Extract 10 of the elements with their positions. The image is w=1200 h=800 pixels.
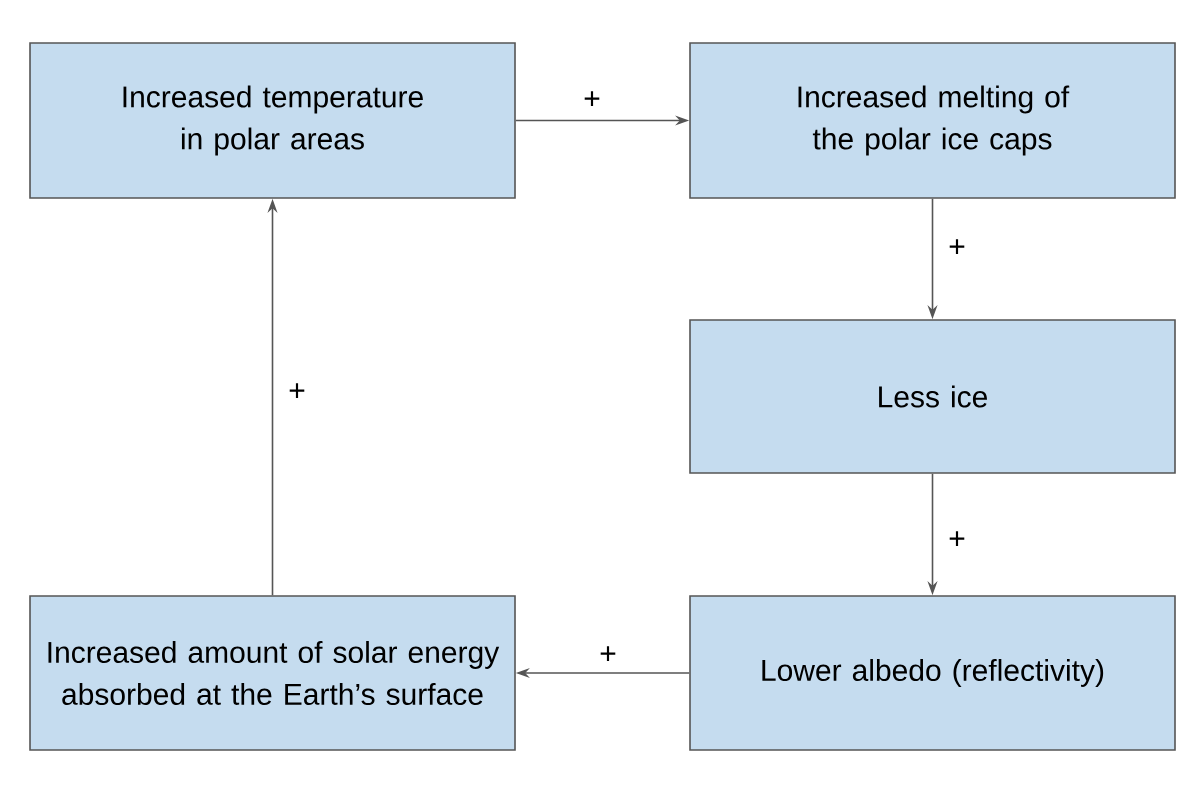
process-box: Increased amount of solar energy absorbed at the Earth’s surface <box>29 595 516 751</box>
edge-label: + <box>287 382 307 402</box>
process-box: Increased temperature in polar areas <box>29 42 516 199</box>
edge-label: + <box>947 238 967 258</box>
edge-label: + <box>947 530 967 550</box>
edge-label: + <box>598 645 618 665</box>
edge-label: + <box>582 90 602 110</box>
process-box: Increased melting of the polar ice caps <box>689 42 1176 199</box>
process-box: Less ice <box>689 319 1176 474</box>
process-box: Lower albedo (reflectivity) <box>689 595 1176 751</box>
